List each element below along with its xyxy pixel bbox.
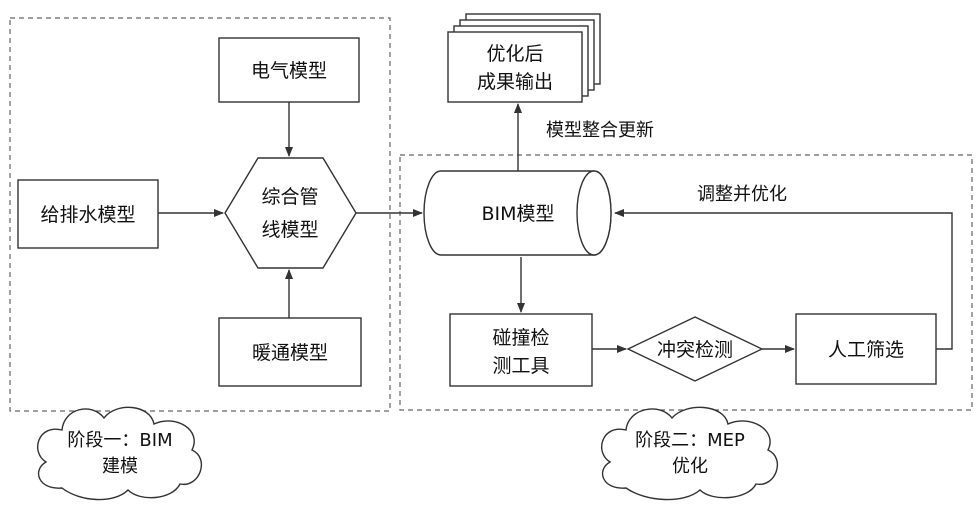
water-model-node: 给排水模型 (17, 179, 159, 249)
stage2-line1: 阶段二：MEP (635, 430, 745, 451)
water-model-label: 给排水模型 (40, 204, 135, 226)
stage1-cloud: 阶段一：BIM 建模 (37, 406, 203, 501)
manual-filter-label: 人工筛选 (828, 339, 904, 361)
electrical-model-label: 电气模型 (251, 60, 327, 82)
electrical-model-node: 电气模型 (218, 37, 360, 103)
integrated-line2: 线模型 (261, 219, 318, 241)
conflict-check-node: 冲突检测 (626, 316, 764, 382)
arrow-filter-to-bim-feedback (614, 209, 953, 350)
integrated-pipeline-node: 综合管 线模型 (224, 157, 357, 269)
manual-filter-node: 人工筛选 (795, 313, 937, 385)
stage2-line2: 优化 (672, 456, 708, 477)
hvac-model-label: 暖通模型 (252, 342, 328, 364)
edge-label-integration-update: 模型整合更新 (546, 120, 654, 141)
integrated-line1: 综合管 (261, 186, 318, 208)
bim-model-node: BIM模型 (423, 170, 612, 256)
optimized-line1: 优化后 (486, 43, 543, 65)
collision-tool-line1: 碰撞检 (492, 327, 549, 349)
conflict-check-label: 冲突检测 (657, 339, 733, 361)
optimized-line2: 成果输出 (477, 71, 553, 93)
bim-model-label: BIM模型 (481, 203, 554, 225)
stage1-line2: 建模 (102, 456, 138, 477)
optimized-output-node: 优化后 成果输出 (447, 13, 601, 103)
stage1-line1: 阶段一：BIM (67, 430, 172, 451)
stage1-container (9, 17, 391, 412)
hvac-model-node: 暖通模型 (218, 317, 362, 387)
edge-label-adjust-optimize: 调整并优化 (697, 184, 787, 205)
collision-tool-line2: 测工具 (492, 355, 549, 377)
stage2-cloud: 阶段二：MEP 优化 (601, 406, 779, 501)
collision-tool-node: 碰撞检 测工具 (449, 313, 593, 387)
